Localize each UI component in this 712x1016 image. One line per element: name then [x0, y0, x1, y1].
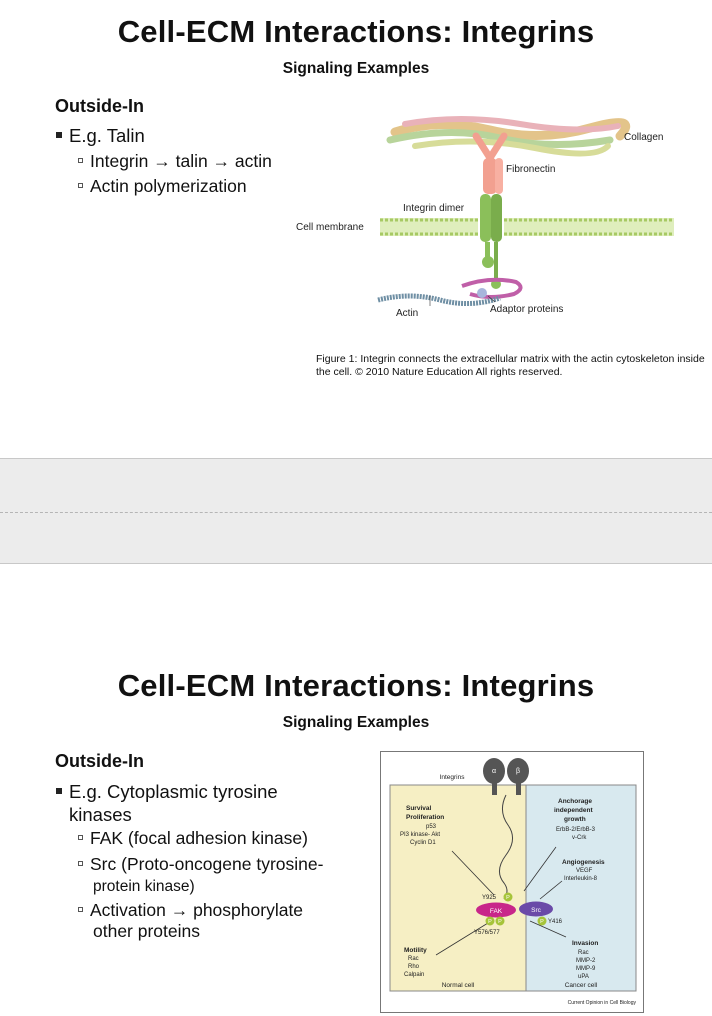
- normal-cell-region: [389, 784, 527, 992]
- y416-label: Y416: [548, 919, 563, 925]
- survival-label: Survival: [406, 805, 431, 812]
- mmp9-label: MMP-9: [576, 966, 596, 972]
- slide-2: Cell-ECM Interactions: Integrins Signali…: [0, 563, 712, 1016]
- fibronectin-label: Fibronectin: [506, 164, 555, 175]
- bullet-text: E.g. Cytoplasmic tyrosine: [69, 781, 278, 802]
- subbullet-text-continued: protein kinase): [93, 878, 195, 895]
- p53-label: p53: [426, 824, 437, 830]
- fibronectin: [472, 132, 508, 194]
- anchorage-label: Anchorage: [558, 798, 592, 805]
- subbullet-item: Actin polymerization: [78, 176, 247, 197]
- bullet-item: E.g. Cytoplasmic tyrosine: [56, 781, 278, 802]
- bullet-text: E.g. Talin: [69, 125, 145, 146]
- cyclin-label: Cyclin D1: [410, 840, 436, 846]
- fak-node: [476, 902, 516, 918]
- adaptor-protein-node: [477, 288, 487, 298]
- subbullet-text: Src (Proto-oncogene tyrosine-: [90, 854, 324, 874]
- phospho-label: P: [506, 895, 510, 901]
- collagen-fibers: [386, 116, 631, 157]
- subbullet-marker: [78, 906, 83, 912]
- signal-path: [499, 794, 513, 900]
- integrin-receptor: α β: [483, 758, 529, 795]
- phospho-site: [503, 892, 513, 902]
- phospho-label: P: [540, 919, 544, 925]
- slide-title: Cell-ECM Interactions: Integrins: [117, 668, 595, 703]
- angiogenesis-label: Angiogenesis: [562, 859, 605, 866]
- bullet-item: E.g. Talin: [56, 125, 145, 146]
- integrin-dimer: [480, 194, 502, 289]
- y576-label: Y576/577: [474, 930, 500, 936]
- signaling-figure: Integrins α β Survival Proliferation p53…: [380, 751, 644, 1013]
- mmp2-label: MMP-2: [576, 958, 596, 964]
- cell-membrane-label: Cell membrane: [296, 222, 364, 233]
- subbullet-text: FAK (focal adhesion kinase): [90, 828, 308, 848]
- pi3-label: PI3 kinase- Akt: [400, 832, 440, 838]
- adaptor-proteins: [461, 277, 523, 299]
- beta-subunit-label: β: [516, 768, 520, 775]
- subbullet-item: Activation → phosphorylate: [78, 900, 303, 921]
- subbullet-text: Actin polymerization: [90, 176, 247, 196]
- rac-left-label: Rac: [408, 956, 419, 962]
- interleukin-label: Interleukin-8: [564, 876, 598, 882]
- actin-filament: [377, 293, 501, 306]
- cancer-cell-label: Cancer cell: [565, 982, 598, 989]
- subbullet-marker: [78, 860, 83, 866]
- vcrk-label: v-Crk: [572, 835, 587, 841]
- cancer-cell-region: [525, 784, 637, 992]
- section-heading: Outside-In: [55, 96, 144, 116]
- subbullet-item: Integrin → talin → actin: [78, 151, 272, 172]
- upa-label: uPA: [578, 974, 589, 980]
- subbullet-text-continued: other proteins: [93, 921, 201, 941]
- invasion-label: Invasion: [572, 940, 598, 947]
- subbullet-text: Integrin → talin → actin: [90, 151, 272, 171]
- bullet-marker: [56, 132, 62, 139]
- calpain-label: Calpain: [404, 972, 424, 978]
- alpha-subunit-label: α: [492, 768, 496, 775]
- cell-membrane: [380, 218, 674, 236]
- bullet-marker: [56, 788, 62, 795]
- independent-label: independent: [554, 807, 593, 814]
- growth-label: growth: [564, 816, 586, 823]
- motility-label: Motility: [404, 947, 427, 954]
- src-node: [519, 901, 553, 917]
- collagen-label: Collagen: [624, 132, 663, 143]
- subbullet-marker: [78, 834, 83, 840]
- y925-label: Y925: [482, 895, 497, 901]
- integrins-label: Integrins: [440, 774, 466, 781]
- slide-subtitle: Signaling Examples: [282, 714, 430, 731]
- slide-separator: [0, 512, 712, 513]
- subbullet-item: Src (Proto-oncogene tyrosine-: [78, 854, 323, 875]
- vegf-label: VEGF: [576, 868, 593, 874]
- normal-cell-label: Normal cell: [442, 982, 475, 989]
- phospho-site: [537, 916, 547, 926]
- journal-credit: Current Opinion in Cell Biology: [568, 1000, 637, 1006]
- subbullet-marker: [78, 182, 83, 188]
- subbullet-item: FAK (focal adhesion kinase): [78, 828, 308, 849]
- src-label: Src: [531, 907, 542, 914]
- adaptor-pointer: [487, 295, 496, 303]
- adaptor-proteins-label: Adaptor proteins: [490, 304, 563, 315]
- rac-right-label: Rac: [578, 950, 589, 956]
- figure-caption: Figure 1: Integrin connects the extracel…: [316, 353, 705, 378]
- signal-arrows: [435, 846, 567, 956]
- phospho-site: [495, 916, 505, 926]
- subbullet-text: Activation → phosphorylate: [90, 900, 304, 920]
- subbullet-marker: [78, 157, 83, 163]
- phospho-label: P: [498, 919, 502, 925]
- slide-1: Cell-ECM Interactions: Integrins Signali…: [0, 0, 712, 459]
- proliferation-label: Proliferation: [406, 814, 444, 821]
- phospho-site: [485, 916, 495, 926]
- bullet-text-continued: kinases: [69, 804, 132, 825]
- slide-subtitle: Signaling Examples: [282, 60, 430, 77]
- section-heading: Outside-In: [55, 751, 144, 771]
- actin-label: Actin: [396, 308, 418, 319]
- integrin-dimer-label: Integrin dimer: [403, 203, 465, 214]
- slide-title: Cell-ECM Interactions: Integrins: [117, 14, 595, 49]
- erbb-label: ErbB-2/ErbB-3: [556, 827, 596, 833]
- fak-label: FAK: [490, 908, 503, 915]
- integrin-figure: Collagen Fibronectin Integrin dimer Ce: [296, 116, 674, 319]
- rho-label: Rho: [408, 964, 420, 970]
- phospho-label: P: [488, 919, 492, 925]
